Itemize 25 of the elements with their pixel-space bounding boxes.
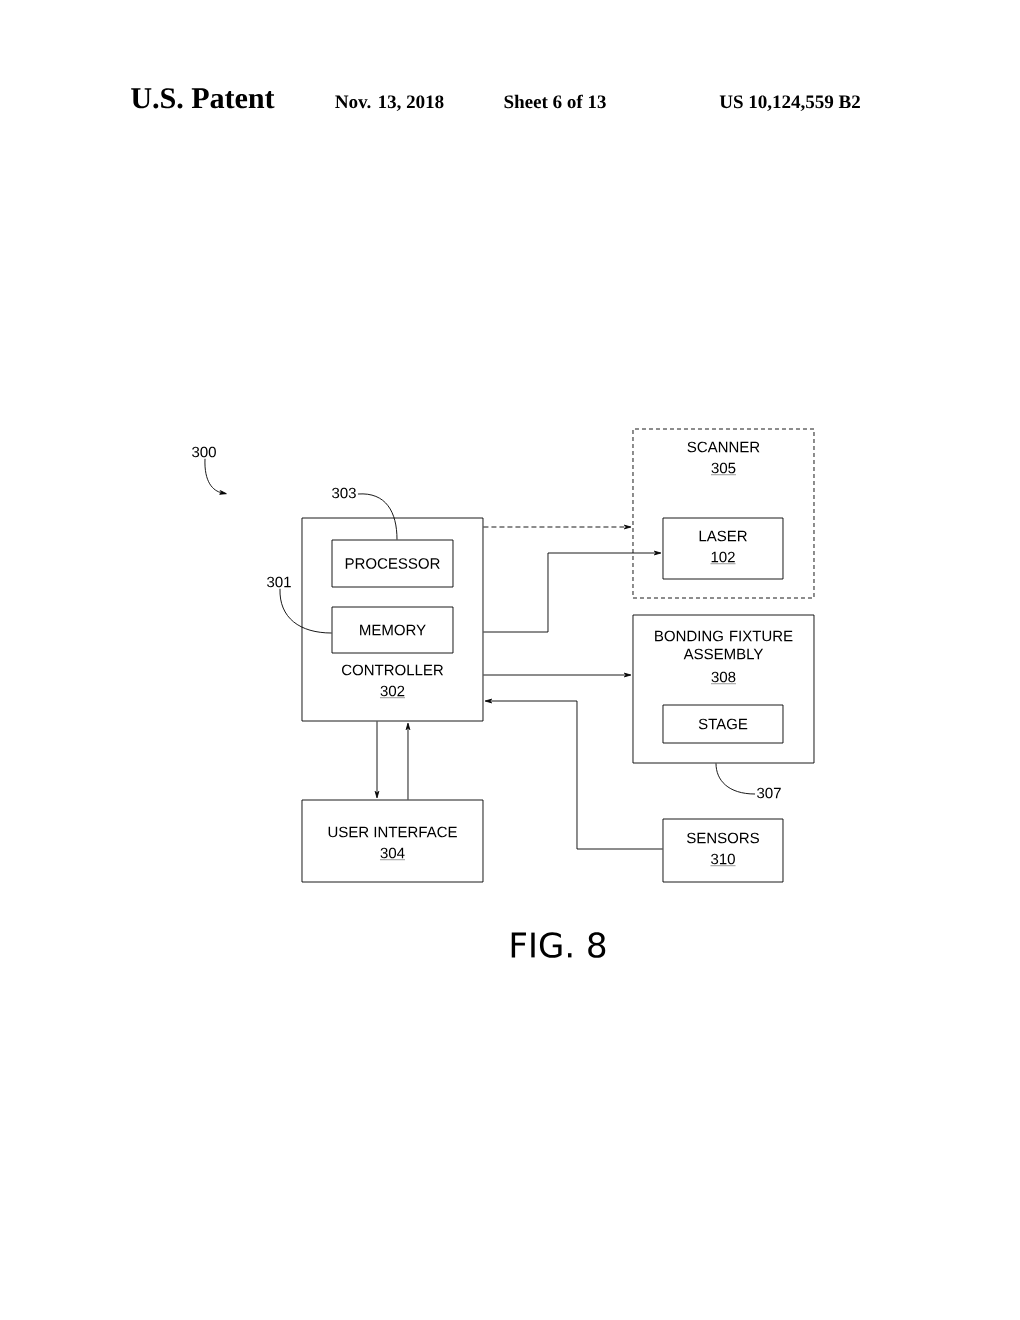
block-box: MEMORY: [331, 606, 454, 654]
arrow: [484, 698, 663, 850]
arrow: [374, 721, 380, 799]
arrow: [405, 722, 411, 800]
leader-line: [357, 493, 398, 540]
block-box: PROCESSOR: [331, 539, 454, 588]
block-box: USER INTERFACE 304: [301, 799, 484, 883]
callout-number: 307: [757, 787, 781, 799]
figure-caption: FIG. 8: [511, 932, 606, 958]
block-box: LASER 102: [662, 517, 784, 580]
arrow: [483, 672, 632, 678]
callout-number: 303: [332, 487, 356, 499]
arrow: [483, 550, 662, 633]
leader-line: [279, 588, 332, 634]
arrow: [483, 524, 632, 530]
arrow: [204, 458, 227, 495]
callout-number: 301: [267, 576, 291, 588]
callout-number: 300: [192, 446, 216, 458]
header-text: Sheet 6 of 13: [504, 94, 606, 109]
header-text: U.S. Patent: [131, 88, 275, 109]
leader-line: [715, 763, 756, 795]
block-box: STAGE: [662, 704, 784, 744]
header-text: US 10,124,559 B2: [719, 95, 860, 111]
header-text: Nov. 13, 2018: [335, 95, 444, 111]
block-box: SENSORS 310: [662, 818, 784, 883]
